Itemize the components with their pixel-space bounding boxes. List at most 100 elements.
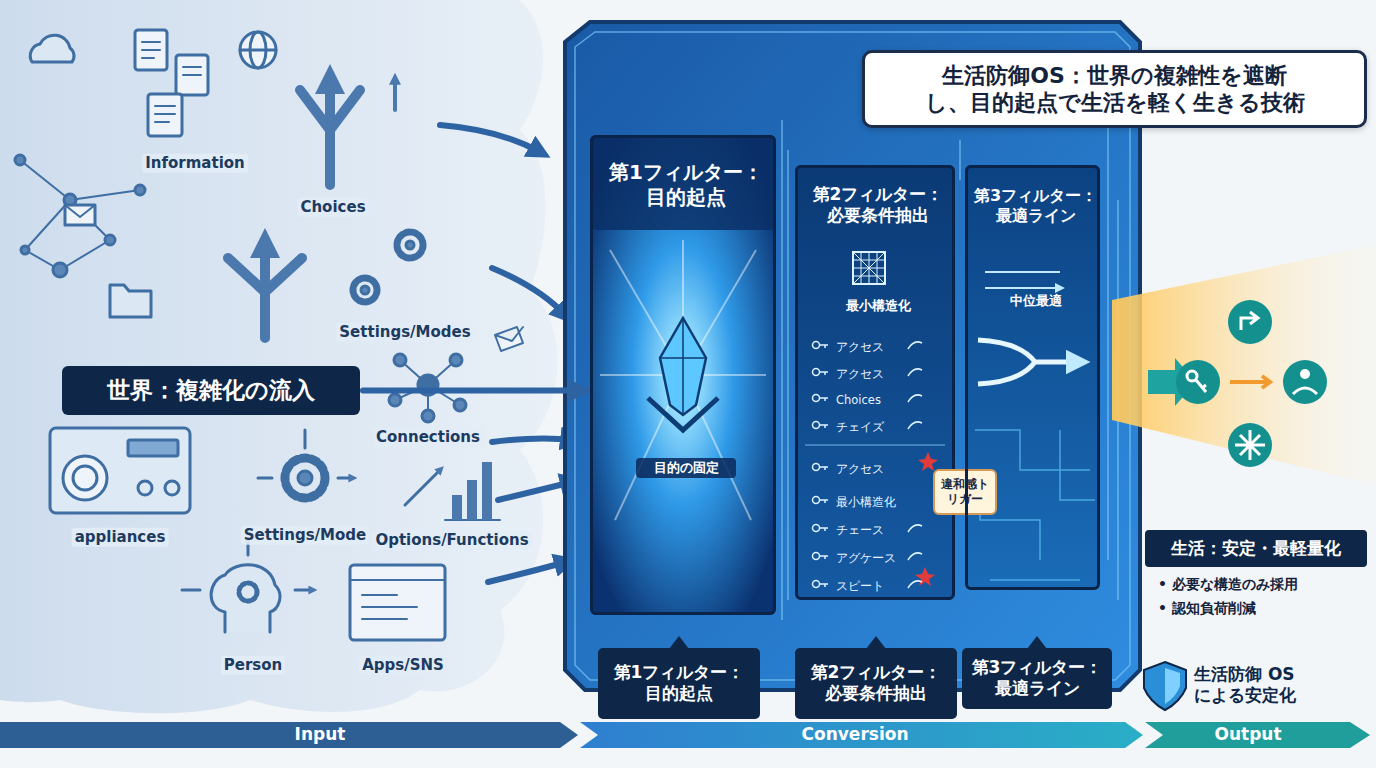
icon-label: Choices [297, 198, 368, 217]
bullet-text: • 必要な構造のみ採用 [1158, 576, 1298, 594]
filter2-panel-art-part [795, 165, 955, 600]
filter2-panel-art-part [853, 252, 885, 284]
complexity-cloud-part [0, 0, 558, 713]
output-beam-part [1235, 430, 1265, 460]
filter2-panel-art-part [853, 252, 885, 284]
world-icons-part [361, 286, 369, 294]
inflow-arrows-part [488, 562, 566, 582]
complexity-cloud [0, 0, 558, 713]
filter1-panel-art-part [660, 318, 706, 415]
icon-label: Settings/Modes [336, 323, 473, 342]
node-text: 目的の固定 [636, 458, 736, 478]
inflow-arrows-part [440, 125, 540, 152]
world-icons-part [406, 241, 414, 249]
list-icons-part [908, 525, 922, 532]
world-icons-part [15, 155, 25, 165]
world-icons-part [467, 480, 477, 520]
world-icons-part [452, 495, 462, 520]
icon-label: Options/Functions [372, 531, 531, 550]
world-icons-part [105, 235, 115, 245]
list-icons-part [813, 525, 820, 532]
node-heading: 第3フィルター：最適ライン [973, 186, 1098, 226]
filter3-panel-art-part [978, 340, 1078, 384]
world-label-box: 世界：複雑化の流入 [62, 366, 360, 415]
world-icons-part [30, 35, 74, 62]
list-icons-part [813, 369, 820, 376]
list-icons-part [813, 395, 820, 402]
filter3-panel-art [965, 165, 1100, 590]
world-icons-part [298, 471, 312, 485]
world-icons-part [240, 32, 276, 68]
output-beam-part [1230, 376, 1270, 388]
filter2-panel-art [795, 165, 955, 600]
filter2-panel-art-part [805, 445, 945, 446]
output-beam-part [1228, 423, 1272, 467]
list-icons-part [820, 584, 828, 587]
world-icons-part [50, 428, 190, 513]
node-text: スピート [836, 579, 920, 593]
list-icons-part [908, 342, 922, 349]
node-heading: 第1フィルター：目的起点 [610, 662, 748, 705]
list-icons-part [813, 497, 820, 504]
node-text: 最小構造化 [836, 495, 920, 509]
output-beam-part [1228, 300, 1272, 344]
list-icons-part [813, 464, 820, 471]
world-icons-part [495, 327, 523, 351]
world-icons-part [182, 540, 312, 590]
world-icons-part [285, 458, 325, 498]
world-icons-part [65, 205, 95, 217]
filter1-panel-art-part [590, 135, 776, 615]
world-icons-part [422, 410, 434, 422]
filter-callout: 第1フィルター：目的起点 [598, 648, 760, 719]
world-icons-part [138, 481, 152, 495]
list-icons-part [820, 467, 828, 470]
shield-caption: 生活防御 OS による安定化 [1194, 664, 1302, 707]
node-heading: 第1フィルター：目的起点 [603, 160, 769, 210]
world-icons-part [394, 354, 406, 366]
world-icons-part [142, 42, 201, 122]
inflow-arrows-part [492, 268, 565, 315]
world-icons-part [239, 583, 257, 601]
filter1-panel-art-part-part [600, 240, 766, 520]
filter1-panel-art-part [590, 135, 776, 230]
list-icons-part [813, 422, 820, 429]
icon-label: Apps/SNS [359, 656, 447, 675]
output-beam [1112, 245, 1376, 485]
process-band [0, 722, 1370, 748]
world-icons-part [350, 565, 445, 640]
world-icons-part [211, 565, 280, 632]
world-icons-part [135, 185, 145, 195]
node-text: チェース [836, 523, 920, 537]
node-heading: 第2フィルター：必要条件抽出 [807, 662, 945, 705]
list-icons-part [908, 581, 922, 588]
list-icons-part [908, 395, 922, 402]
flow-arrow [363, 387, 587, 393]
output-beam-part [1293, 388, 1317, 394]
icon-label: Person [221, 656, 285, 675]
title-box: 生活防御OS：世界の複雑性を遮断し、目的起点で生活を軽く生きる技術 [862, 50, 1367, 128]
world-icons-part [63, 456, 107, 500]
world-icons-part [300, 82, 360, 185]
list-icons-part [820, 425, 828, 428]
process-band-part [1145, 722, 1370, 748]
node-text: アクセス [836, 367, 920, 381]
stage-label: Conversion [802, 724, 909, 745]
node-text: チェイズ [836, 420, 920, 434]
world-icons-part [454, 399, 466, 411]
output-beam-part [1112, 245, 1376, 485]
shield-icon-part [1144, 662, 1186, 710]
process-band-part [0, 722, 578, 748]
output-beam-part [1187, 371, 1197, 381]
filter1-panel-art-part [660, 318, 706, 415]
filter-callout: 第3フィルター：最適ライン [962, 648, 1112, 709]
list-icons-part [908, 422, 922, 429]
world-icons-part [389, 394, 401, 406]
list-icons-part [908, 369, 922, 376]
filter2-panel-art-part [918, 452, 938, 471]
node-text: Choices [836, 393, 920, 407]
output-beam-part [1300, 369, 1310, 379]
filter2-panel-art-part [915, 567, 935, 586]
filter3-panel-art-part [965, 165, 1100, 590]
list-icons-part [908, 553, 922, 560]
